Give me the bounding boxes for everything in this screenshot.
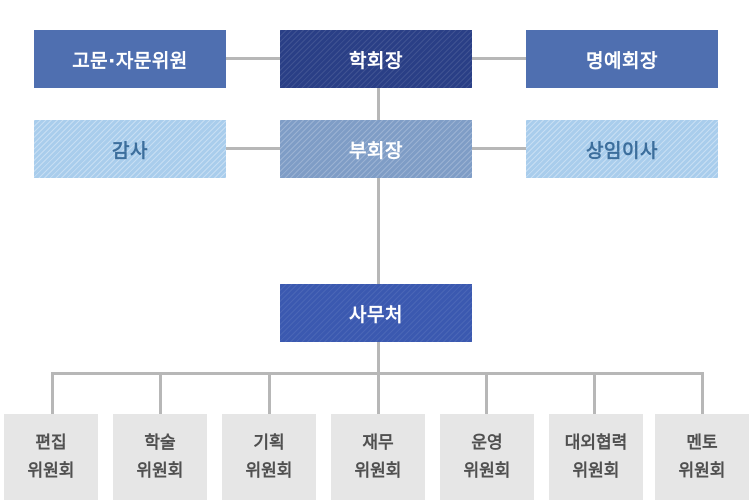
committee-planning: 기획 위원회 [222, 414, 316, 500]
connector-drop-6 [593, 372, 596, 414]
connector-audit-vice [226, 147, 280, 150]
committee-academic: 학술 위원회 [113, 414, 207, 500]
connector-vice-standing [472, 147, 526, 150]
committee-suffix: 위원회 [27, 461, 75, 481]
committee-suffix: 위원회 [463, 461, 511, 481]
standing-director-box: 상임이사 [526, 120, 718, 178]
connector-office-bus [377, 342, 380, 374]
connector-drop-7 [701, 372, 704, 414]
audit-box: 감사 [34, 120, 226, 178]
committee-name: 학술 [144, 433, 176, 453]
connector-drop-3 [268, 372, 271, 414]
connector-vice-office [377, 178, 380, 285]
committee-name: 재무 [362, 433, 394, 453]
committee-editing: 편집 위원회 [4, 414, 98, 500]
committee-name: 대외협력 [564, 433, 628, 453]
committee-name: 멘토 [686, 433, 718, 453]
committee-suffix: 위원회 [572, 461, 620, 481]
committee-suffix: 위원회 [245, 461, 293, 481]
connector-president-honorary [472, 57, 526, 60]
connector-drop-1 [51, 372, 54, 414]
committee-finance: 재무 위원회 [331, 414, 425, 500]
committee-suffix: 위원회 [354, 461, 402, 481]
committee-name: 기획 [253, 433, 285, 453]
president-box: 학회장 [280, 30, 472, 88]
connector-drop-5 [485, 372, 488, 414]
committee-external-relations: 대외협력 위원회 [549, 414, 643, 500]
connector-drop-2 [159, 372, 162, 414]
committee-suffix: 위원회 [678, 461, 726, 481]
committee-mentoring: 멘토 위원회 [655, 414, 749, 500]
honorary-president-box: 명예회장 [526, 30, 718, 88]
connector-drop-4 [377, 372, 380, 414]
vice-president-box: 부회장 [280, 120, 472, 178]
advisors-box: 고문·자문위원 [34, 30, 226, 88]
connector-president-vice [377, 88, 380, 120]
committee-name: 운영 [471, 433, 503, 453]
committee-operations: 운영 위원회 [440, 414, 534, 500]
secretariat-box: 사무처 [280, 284, 472, 342]
committee-suffix: 위원회 [136, 461, 184, 481]
committee-name: 편집 [35, 433, 67, 453]
connector-advisors-president [226, 57, 280, 60]
